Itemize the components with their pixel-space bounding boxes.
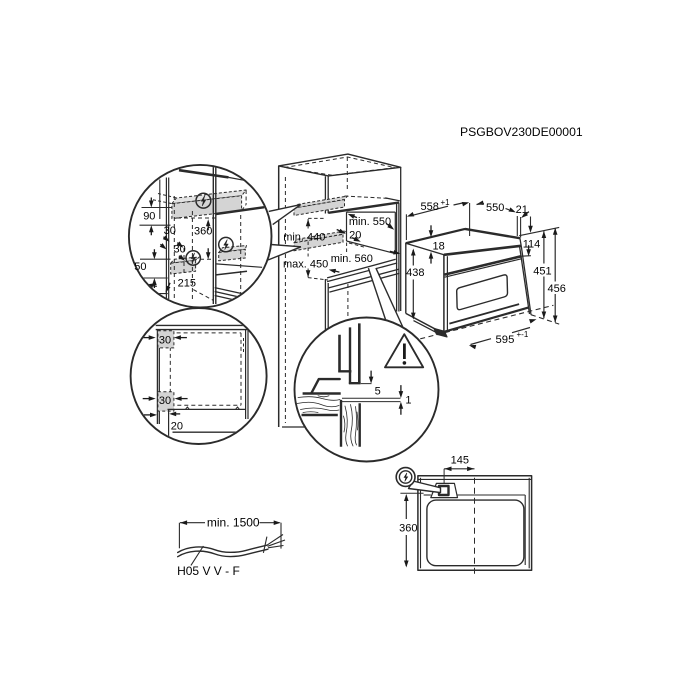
svg-text:30: 30 [174,244,186,256]
svg-text:30: 30 [159,335,171,347]
svg-text:145: 145 [451,455,469,467]
svg-text:+-1: +-1 [517,330,529,339]
svg-text:451: 451 [533,265,551,277]
svg-text:+1: +1 [441,198,451,207]
svg-text:H05 V V - F: H05 V V - F [177,564,240,578]
svg-text:456: 456 [548,283,566,295]
svg-text:20: 20 [349,230,361,242]
svg-text:50: 50 [134,261,146,273]
svg-text:PSGBOV230DE00001: PSGBOV230DE00001 [460,125,583,139]
svg-text:1: 1 [405,394,411,406]
svg-text:min. 550: min. 550 [349,216,391,228]
svg-text:5: 5 [375,385,381,397]
svg-text:90: 90 [143,210,155,222]
svg-text:438: 438 [406,267,424,279]
svg-text:550: 550 [486,202,504,214]
svg-text:min. 560: min. 560 [331,253,373,265]
svg-text:30: 30 [159,395,171,407]
svg-text:max. 450: max. 450 [283,258,328,270]
svg-text:20: 20 [171,421,183,433]
svg-text:114: 114 [523,238,541,250]
svg-text:18: 18 [433,241,445,253]
svg-text:30: 30 [164,225,176,237]
svg-text:595: 595 [496,334,515,346]
svg-text:min. 1500: min. 1500 [207,516,260,530]
svg-text:215: 215 [178,277,196,289]
svg-text:558: 558 [421,201,439,213]
svg-text:min. 440: min. 440 [283,231,325,243]
svg-text:360: 360 [194,226,212,238]
svg-text:360: 360 [399,523,417,535]
